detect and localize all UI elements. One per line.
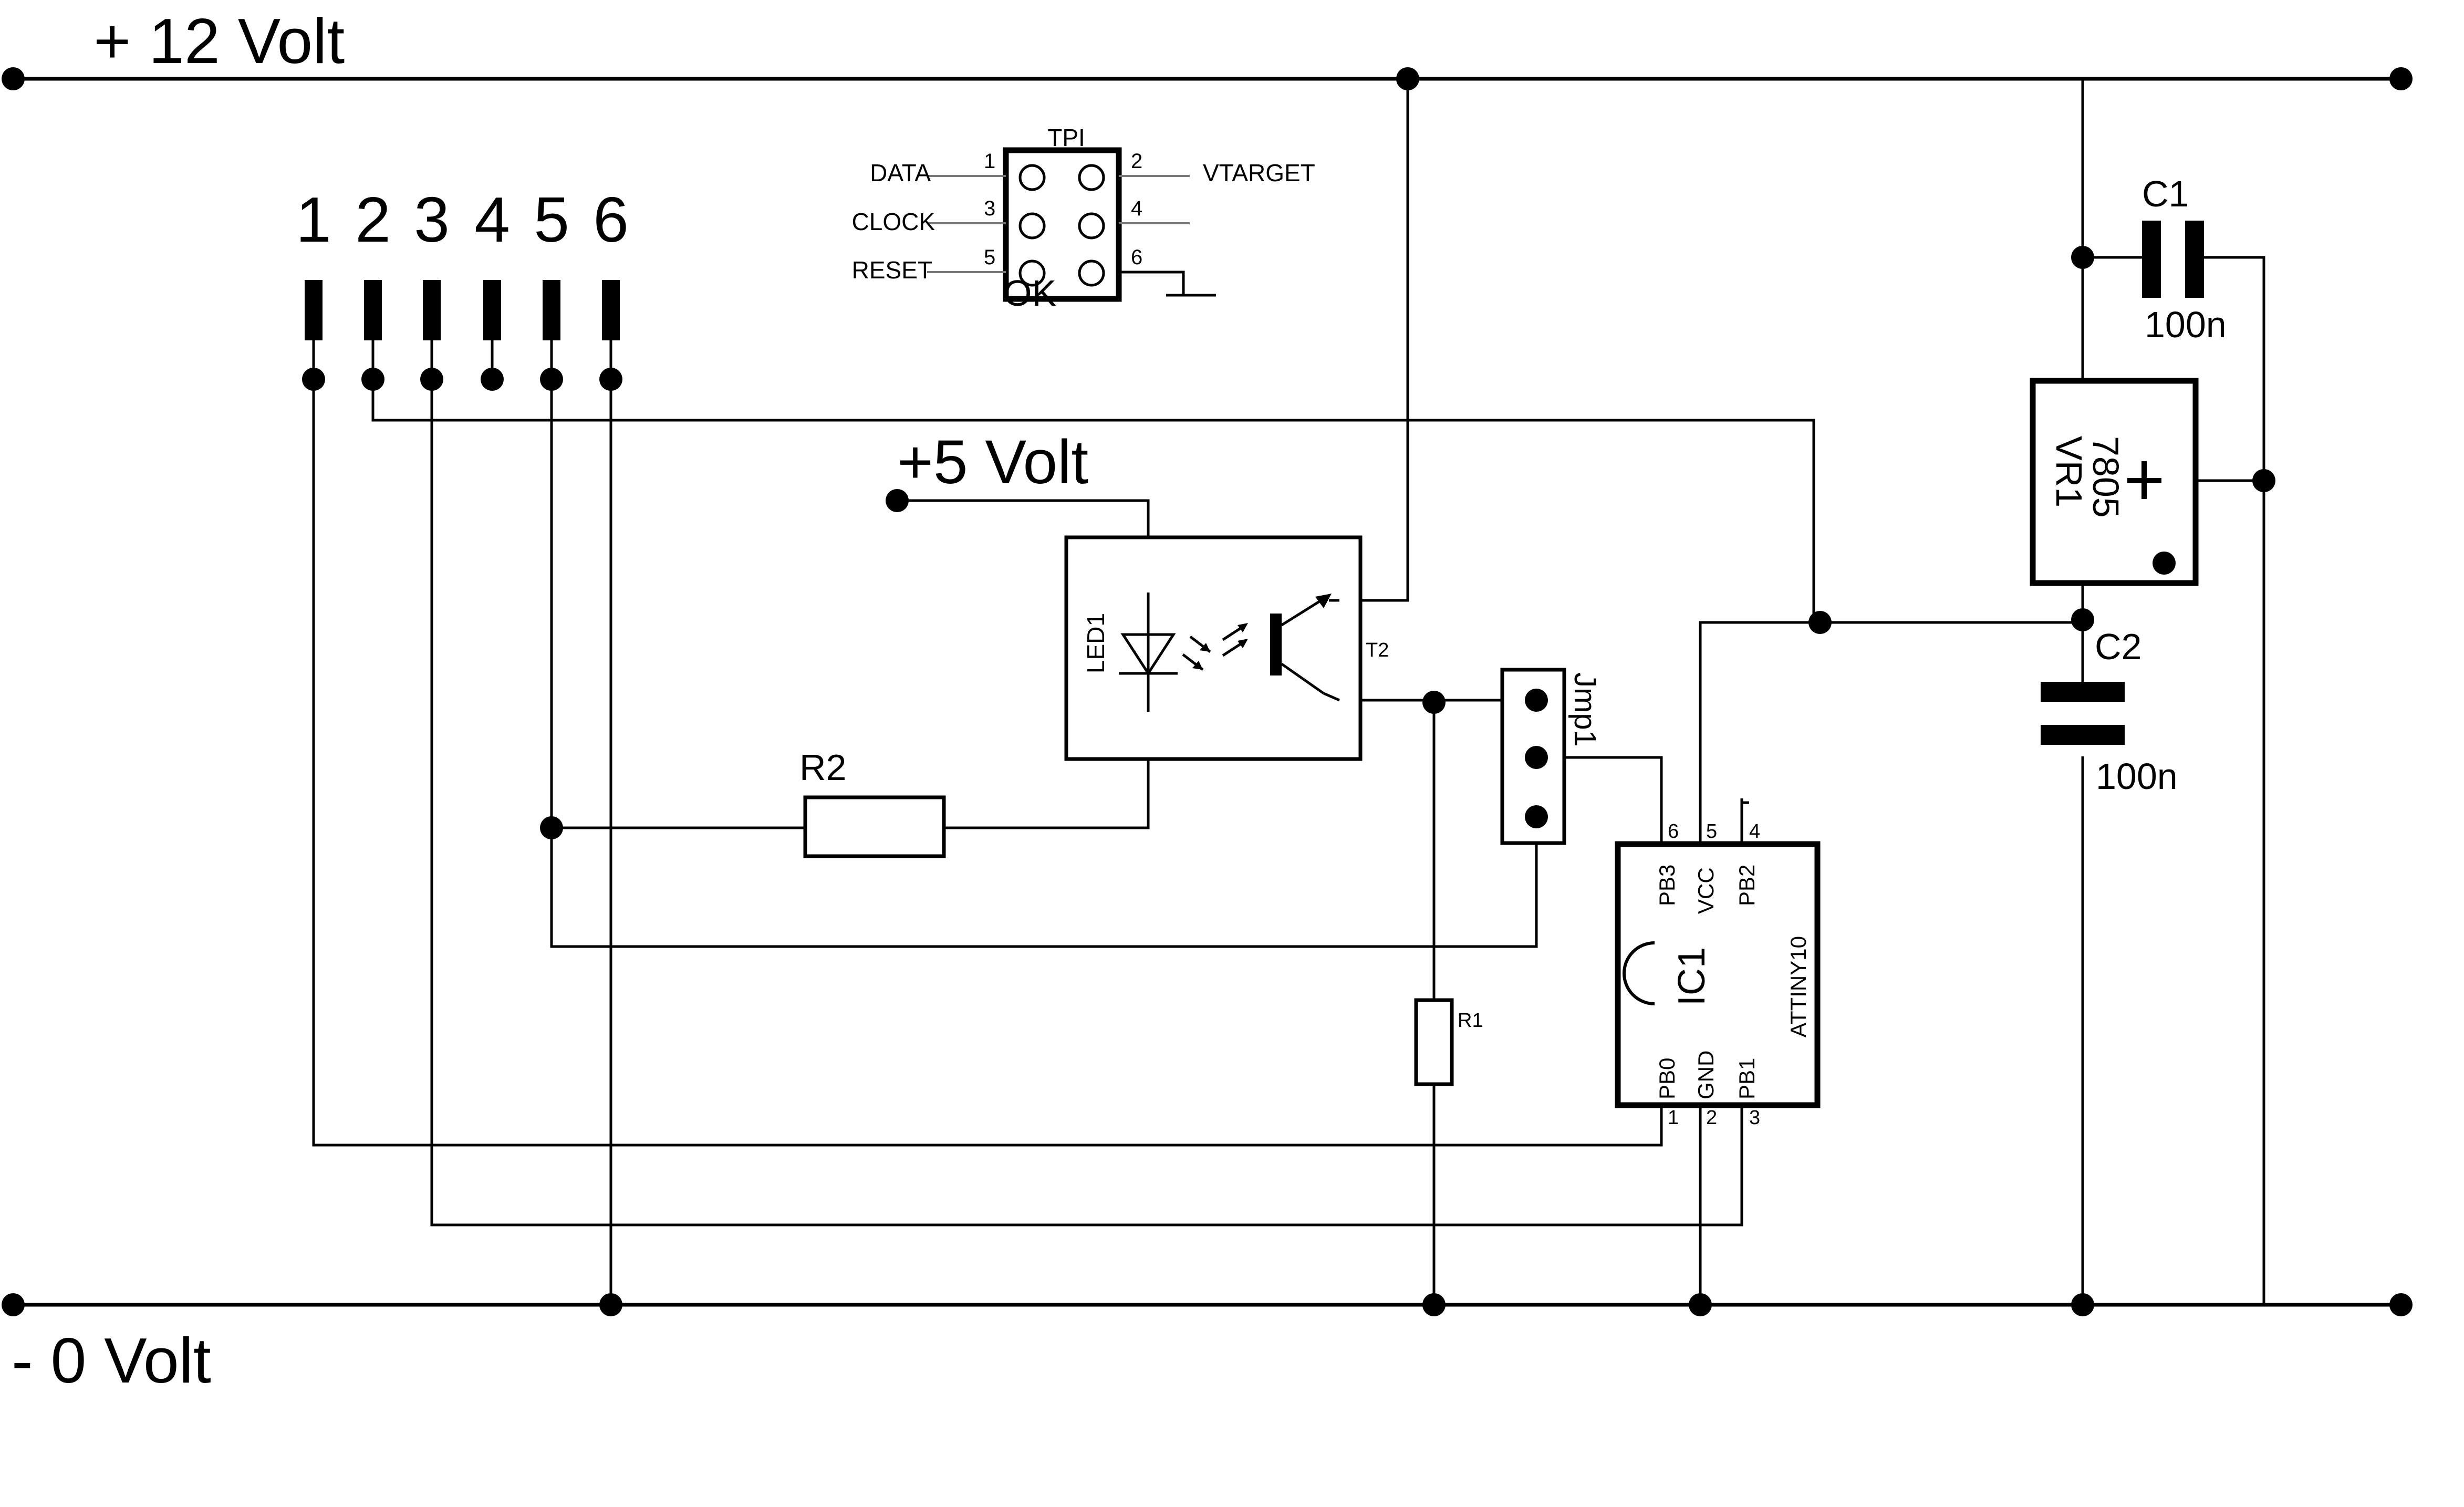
tpi-pin-1: 1 bbox=[984, 150, 995, 173]
r1-label: R1 bbox=[1458, 1010, 1483, 1032]
ic1-pin-3-num: 3 bbox=[1749, 1107, 1760, 1129]
c2-value: 100n bbox=[2096, 756, 2178, 797]
vr1-name-label: VR1 bbox=[2049, 436, 2089, 507]
resistor-r2: R2 bbox=[799, 747, 946, 858]
ic1-pin-4-num: 4 bbox=[1749, 820, 1760, 843]
tpi-reset-label: RESET bbox=[852, 256, 932, 284]
tpi-data-label: DATA bbox=[870, 159, 931, 186]
ic1-part-label: ATTINY10 bbox=[1786, 936, 1811, 1037]
c2-label: C2 bbox=[2095, 626, 2141, 667]
ic1-pin-6-num: 6 bbox=[1668, 820, 1679, 843]
connector-pin-label-5: 5 bbox=[534, 184, 569, 255]
t2-label: T2 bbox=[1366, 639, 1389, 661]
tpi-clock-label: CLOCK bbox=[852, 208, 935, 235]
supply-5v-label: +5 Volt bbox=[897, 428, 1088, 497]
phototransistor-symbol bbox=[1222, 594, 1340, 702]
ic1-pin-1-num: 1 bbox=[1668, 1107, 1679, 1129]
tpi-box bbox=[1003, 147, 1122, 302]
connector-header: 1 2 3 4 5 6 bbox=[296, 184, 629, 391]
ic1-pb0-label: PB0 bbox=[1655, 1058, 1679, 1099]
ic1-gnd-label: GND bbox=[1693, 1051, 1718, 1099]
tpi-overlay-text: OK bbox=[1003, 273, 1056, 314]
ic1-pb3-label: PB3 bbox=[1655, 865, 1679, 906]
tpi-pin-4: 4 bbox=[1131, 197, 1142, 220]
ic1-pin-2-num: 2 bbox=[1706, 1107, 1717, 1129]
regulator-vr1: 7805 VR1 bbox=[2030, 378, 2199, 586]
positive-rail bbox=[2, 67, 2413, 90]
led-symbol bbox=[1119, 593, 1211, 712]
ic1-pin-5-num: 5 bbox=[1706, 820, 1717, 843]
tpi-header: TPI DATA CLOCK RESET VTARGET 1 3 5 2 4 6… bbox=[852, 124, 1315, 314]
connector-pin-label-3: 3 bbox=[414, 184, 450, 255]
ic1-pb2-label: PB2 bbox=[1734, 865, 1759, 906]
jumper-jmp1: Jmp1 bbox=[1500, 668, 1602, 845]
r2-label: R2 bbox=[799, 747, 846, 788]
tpi-pin-5: 5 bbox=[984, 246, 995, 269]
capacitor-c1: C1 100n bbox=[2142, 173, 2227, 345]
c1-label: C1 bbox=[2142, 173, 2189, 214]
vr1-part-label: 7805 bbox=[2085, 436, 2126, 518]
ic1-vcc-label: VCC bbox=[1693, 867, 1718, 914]
positive-rail-label: + 12 Volt bbox=[93, 5, 345, 77]
connector-pin-label-4: 4 bbox=[474, 184, 510, 255]
ic1-attiny10: 6 5 4 1 2 3 PB3 VCC PB2 PB0 GND PB1 IC1 … bbox=[1615, 798, 1821, 1145]
connector-pin-label-2: 2 bbox=[355, 184, 391, 255]
tpi-pin-3: 3 bbox=[984, 197, 995, 220]
led1-label: LED1 bbox=[1082, 613, 1109, 673]
tpi-pin-2: 2 bbox=[1131, 150, 1142, 173]
connector-pin-label-1: 1 bbox=[296, 184, 331, 255]
tpi-pin-6: 6 bbox=[1131, 246, 1142, 269]
tpi-title: TPI bbox=[1047, 124, 1085, 151]
ic1-name-label: IC1 bbox=[1671, 947, 1713, 1006]
jmp1-label: Jmp1 bbox=[1568, 672, 1602, 747]
optocoupler: LED1 T2 bbox=[1064, 535, 1389, 761]
c1-value: 100n bbox=[2145, 304, 2227, 345]
connector-pin-label-6: 6 bbox=[593, 184, 629, 255]
negative-rail bbox=[2, 1293, 2413, 1316]
junction-dots bbox=[540, 67, 2275, 1316]
tpi-vtarget-label: VTARGET bbox=[1203, 159, 1315, 186]
resistor-r1: R1 bbox=[1414, 998, 1483, 1086]
capacitor-c2: C2 100n bbox=[2041, 626, 2178, 797]
ic1-pb1-label: PB1 bbox=[1734, 1058, 1759, 1099]
negative-rail-label: - 0 Volt bbox=[12, 1325, 211, 1396]
